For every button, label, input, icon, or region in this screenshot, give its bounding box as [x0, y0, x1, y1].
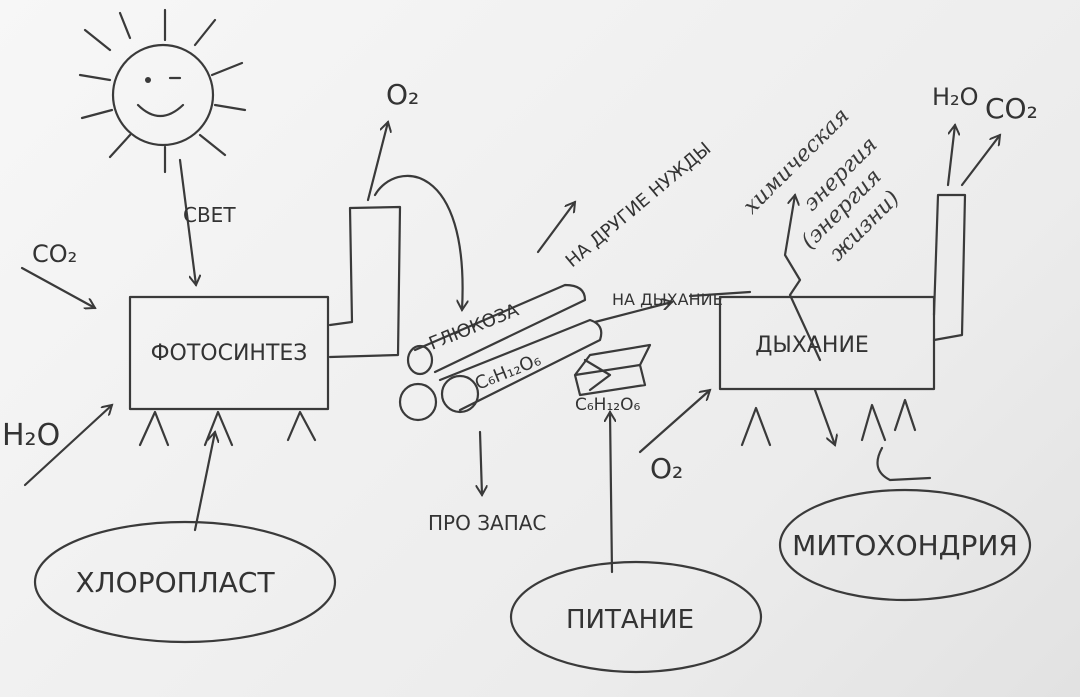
h2o-arrow: [23, 405, 112, 487]
reserve-arrow: [480, 430, 482, 495]
o2-output-label: O₂: [386, 78, 419, 111]
other-needs-arrow: [536, 202, 575, 254]
light-arrow: [178, 158, 196, 285]
mitochondria-pointer: [876, 446, 932, 482]
food-blocks-icon: [573, 343, 652, 397]
nutrition-arrow: [610, 412, 612, 574]
light-label: СВЕТ: [183, 203, 236, 227]
glucose-label: ГЛЮКОЗА: [426, 299, 522, 354]
respiration-down-arrow: [813, 388, 835, 445]
mitochondria-label: МИТОХОНДРИЯ: [792, 529, 1018, 562]
food-formula: C₆H₁₂O₆: [575, 395, 640, 415]
nutrition-ellipse: [509, 560, 763, 674]
respiration-label: ДЫХАНИЕ: [755, 333, 869, 358]
respiration-legs: [740, 398, 917, 447]
photosynthesis-label: ФОТОСИНТЕЗ: [151, 341, 308, 366]
glucose-logs-icon: [398, 283, 603, 422]
chloroplast-label: ХЛОРОПЛАСТ: [75, 566, 275, 599]
energy-arrow: [783, 195, 822, 362]
co2-output-label: CO₂: [985, 92, 1038, 125]
chloroplast-arrow: [193, 432, 215, 532]
to-respiration-underline: [688, 290, 752, 298]
to-respiration-label: НА ДЫХАНИЕ: [612, 290, 723, 309]
o2-in-arrow: [638, 390, 710, 454]
box-legs: [138, 410, 317, 447]
co2-input-label: CO₂: [32, 240, 77, 268]
h2o-output-label: H₂O: [932, 83, 979, 111]
sun-icon: [78, 8, 247, 174]
glucose-formula: C₆H₁₂O₆: [472, 349, 544, 394]
photosynthesis-box: [128, 295, 330, 411]
other-needs-label: НА ДРУГИЕ НУЖДЫ: [562, 138, 716, 272]
h2o-input-label: H₂O: [2, 418, 60, 453]
reserve-label: ПРО ЗАПАС: [428, 511, 546, 535]
co2-arrow: [20, 266, 95, 308]
h2o-out-arrow: [946, 125, 955, 187]
photosynthesis-tube: [328, 205, 402, 359]
co2-out-arrow: [960, 135, 1000, 187]
chloroplast-ellipse: [33, 520, 337, 644]
to-respiration-arrow: [593, 302, 672, 324]
mitochondria-ellipse: [778, 488, 1032, 602]
nutrition-label: ПИТАНИЕ: [566, 605, 694, 635]
o2-input-label: O₂: [650, 452, 683, 485]
o2-out-arrow: [366, 122, 388, 202]
respiration-tube: [932, 193, 967, 342]
glucose-flow-arrow: [373, 174, 463, 310]
respiration-box: [718, 295, 936, 391]
